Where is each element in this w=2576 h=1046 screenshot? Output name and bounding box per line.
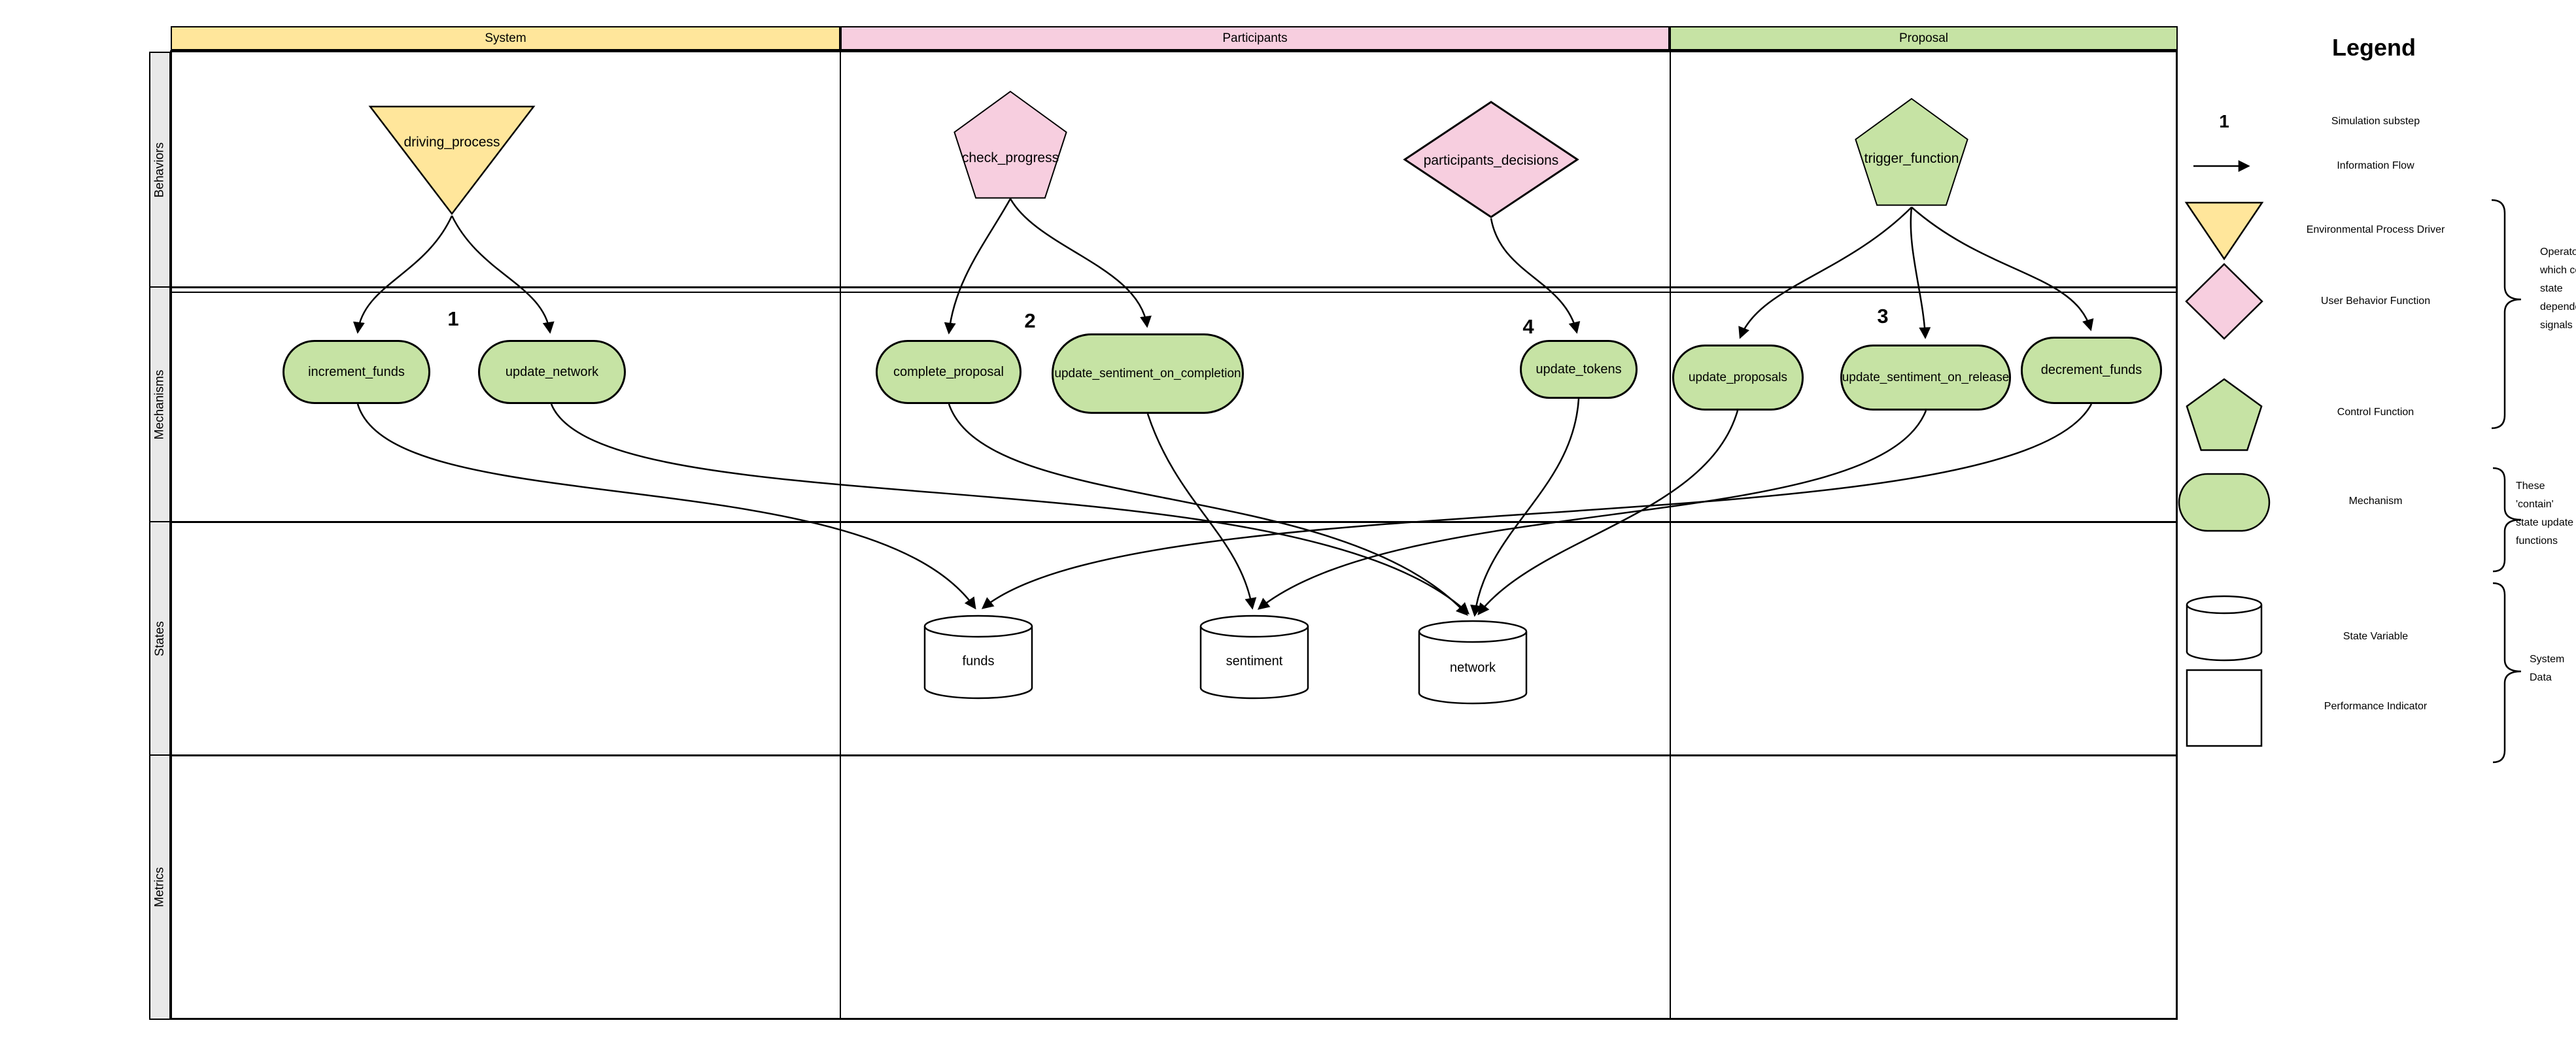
row-divider-mechanisms-states	[170, 521, 2178, 523]
row-divider-behaviors-mechanisms-2	[170, 292, 2178, 293]
edge-update-network-network	[550, 403, 1469, 615]
behavior-mechanism-edges	[352, 198, 2094, 339]
legend-annotation-system-data: System Data	[2530, 654, 2565, 683]
driving-process-label: driving_process	[404, 135, 500, 150]
participants-decisions-node[interactable]	[1403, 101, 1579, 218]
legend-annotation-operators: Operators which compute state dependent …	[2540, 246, 2576, 331]
legend-information-flow-label: Information Flow	[2337, 160, 2414, 171]
state-cylinders	[923, 615, 1528, 705]
legend-user-behavior-function-icon	[2185, 263, 2263, 340]
legend-performance-indicator-icon	[2186, 669, 2263, 747]
row-header-mechanisms: Mechanisms	[149, 286, 171, 522]
network-label: network	[1449, 660, 1496, 675]
legend-symbols	[2178, 160, 2522, 764]
legend-annotation-contain: These 'contain' state update functions	[2516, 481, 2574, 547]
column-header-system: System	[171, 26, 840, 50]
increment-funds-label: increment_funds	[308, 364, 405, 379]
update-tokens-label: update_tokens	[1536, 362, 1622, 377]
legend-environmental-process-driver-icon	[2184, 201, 2264, 261]
substep-2: 2	[1024, 309, 1036, 332]
sentiment-label: sentiment	[1226, 654, 1283, 669]
legend-state-variable-label: State Variable	[2343, 631, 2409, 642]
update-network-node[interactable]: update_network	[478, 340, 626, 404]
update-proposals-node[interactable]: update_proposals	[1672, 345, 1804, 411]
network-node[interactable]	[1418, 620, 1528, 705]
edge-complete-proposal-network	[948, 403, 1468, 616]
check-progress-label: check_progress	[961, 150, 1059, 165]
complete-proposal-label: complete_proposal	[893, 364, 1004, 379]
update-sentiment-on-release-label: update_sentiment_on_release	[1842, 370, 2010, 384]
driving-process-node[interactable]	[368, 105, 536, 216]
participants-decisions-label: participants_decisions	[1423, 153, 1559, 168]
legend-braces	[2491, 199, 2522, 764]
legend-environmental-process-driver-label: Environmental Process Driver	[2306, 224, 2445, 235]
edge-trigger-function-update-proposals	[1738, 207, 1912, 339]
edge-increment-funds-funds	[356, 403, 976, 610]
column-header-system-label: System	[485, 31, 526, 45]
edge-driving-process-update-network	[451, 215, 555, 334]
update-sentiment-on-completion-node[interactable]: update_sentiment_on_completion	[1052, 333, 1244, 414]
substep-3: 3	[1877, 305, 1889, 328]
edge-trigger-function-decrement-funds	[1911, 207, 2094, 331]
edge-trigger-function-update-sentiment-on-release	[1910, 207, 1931, 339]
increment-funds-node[interactable]: increment_funds	[283, 340, 430, 404]
edge-driving-process-increment-funds	[352, 215, 453, 334]
trigger-function-label: trigger_function	[1864, 151, 1959, 166]
update-proposals-label: update_proposals	[1688, 370, 1788, 384]
edge-check-progress-update-sentiment-on-completion	[1009, 198, 1152, 328]
update-network-label: update_network	[505, 364, 599, 379]
edge-update-tokens-network	[1470, 398, 1580, 617]
brace-operators	[2491, 199, 2522, 430]
edge-participants-decisions-update-tokens	[1490, 218, 1581, 334]
legend-mechanism-icon	[2178, 473, 2271, 532]
brace-contain	[2492, 467, 2522, 573]
column-divider-participants-proposal	[1670, 50, 1671, 1020]
row-divider-behaviors-mechanisms	[170, 286, 2178, 288]
edge-update-sentiment-on-completion-sentiment	[1146, 413, 1257, 610]
mechanism-state-edges	[356, 398, 2093, 617]
edge-decrement-funds-funds	[981, 403, 2093, 609]
column-header-participants-label: Participants	[1222, 31, 1288, 45]
column-header-proposal: Proposal	[1670, 26, 2178, 50]
legend-substep-symbol: 1	[2219, 111, 2229, 131]
edge-update-sentiment-on-release-sentiment	[1257, 410, 1927, 610]
trigger-function-node[interactable]	[1855, 97, 1968, 206]
complete-proposal-node[interactable]: complete_proposal	[876, 340, 1022, 404]
legend-state-variable-icon	[2186, 595, 2263, 662]
edge-update-proposals-network	[1477, 410, 1739, 616]
legend-performance-indicator-label: Performance Indicator	[2324, 701, 2428, 712]
column-divider-system-participants	[840, 50, 841, 1020]
legend-control-function-icon	[2186, 378, 2263, 451]
funds-node[interactable]	[923, 615, 1033, 700]
column-header-proposal-label: Proposal	[1899, 31, 1948, 45]
update-sentiment-on-completion-label: update_sentiment_on_completion	[1054, 366, 1241, 380]
update-sentiment-on-release-node[interactable]: update_sentiment_on_release	[1840, 345, 2011, 411]
substep-1: 1	[447, 307, 459, 330]
legend-substep-label: Simulation substep	[2331, 116, 2420, 127]
legend-control-function-label: Control Function	[2337, 407, 2414, 418]
decrement-funds-node[interactable]: decrement_funds	[2021, 337, 2162, 404]
edge-check-progress-complete-proposal	[944, 198, 1012, 335]
legend-user-behavior-function-label: User Behavior Function	[2320, 295, 2431, 307]
row-divider-states-metrics	[170, 754, 2178, 756]
decrement-funds-label: decrement_funds	[2040, 363, 2142, 377]
brace-system-data	[2492, 582, 2522, 764]
legend-mechanism-label: Mechanism	[2348, 496, 2403, 507]
swimlane-grid	[170, 50, 2178, 1020]
substep-4: 4	[1522, 315, 1534, 338]
sentiment-node[interactable]	[1199, 615, 1309, 700]
check-progress-node[interactable]	[953, 90, 1067, 199]
column-header-participants: Participants	[840, 26, 1670, 50]
row-header-behaviors: Behaviors	[149, 52, 171, 288]
row-header-states: States	[149, 521, 171, 756]
row-header-metrics: Metrics	[149, 754, 171, 1020]
funds-label: funds	[962, 654, 995, 669]
update-tokens-node[interactable]: update_tokens	[1520, 340, 1638, 399]
legend-title: Legend	[2331, 34, 2416, 61]
